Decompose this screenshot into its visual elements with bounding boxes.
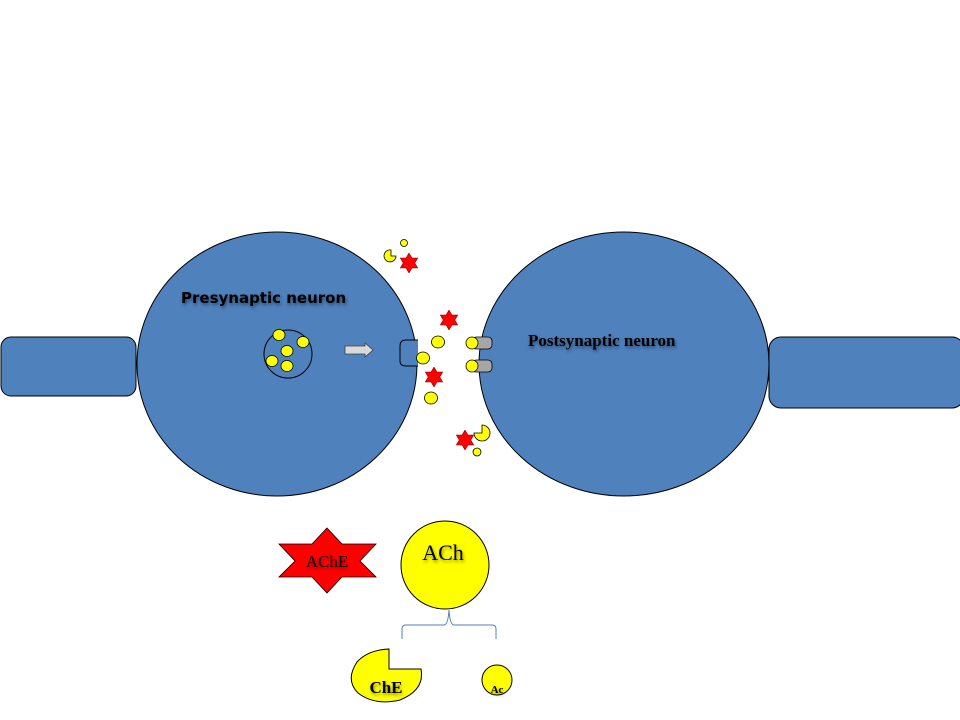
choline-fragment	[473, 424, 491, 442]
choline-fragment	[383, 249, 397, 263]
legend-ach: ACh	[400, 520, 490, 610]
receptor	[465, 359, 493, 373]
breakdown-products-bottom	[472, 424, 491, 457]
presynaptic-label: Presynaptic neuron	[181, 289, 346, 307]
legend-ache: AChE	[278, 527, 377, 594]
postsynaptic-label: Postsynaptic neuron	[528, 331, 676, 350]
acetate-fragment	[472, 447, 482, 457]
postsynaptic-neuron	[478, 231, 770, 497]
legend-choline: ChE	[350, 648, 423, 703]
bound-ach	[465, 336, 479, 350]
legend-ache-label: AChE	[306, 552, 349, 571]
postsynaptic-dendrite	[768, 336, 960, 409]
acetate-fragment	[400, 239, 408, 247]
bound-ach	[465, 359, 479, 373]
vesicle-ach	[265, 355, 279, 367]
free-ach	[424, 391, 438, 405]
receptor	[465, 336, 493, 350]
release-site	[399, 339, 418, 367]
ache-enzyme	[425, 367, 443, 387]
breakdown-bracket	[401, 609, 497, 639]
vesicle-ach	[280, 360, 294, 372]
ache-enzyme	[456, 430, 474, 450]
vesicle-ach	[296, 336, 310, 348]
legend-choline-label: ChE	[369, 678, 402, 697]
ache-enzyme	[400, 253, 418, 273]
free-ach	[431, 335, 445, 349]
vesicle-ach	[272, 329, 286, 341]
legend-ach-label: ACh	[422, 540, 464, 565]
legend-acetate-label: Ac	[491, 684, 504, 696]
breakdown-products-top	[383, 239, 408, 263]
ache-enzyme	[440, 310, 458, 330]
free-ach	[416, 351, 430, 365]
legend-acetate: Ac	[481, 664, 513, 696]
synaptic-vesicle	[263, 329, 313, 379]
presynaptic-axon	[0, 336, 137, 397]
vesicle-ach	[280, 345, 294, 357]
release-arrow-icon	[344, 342, 374, 358]
